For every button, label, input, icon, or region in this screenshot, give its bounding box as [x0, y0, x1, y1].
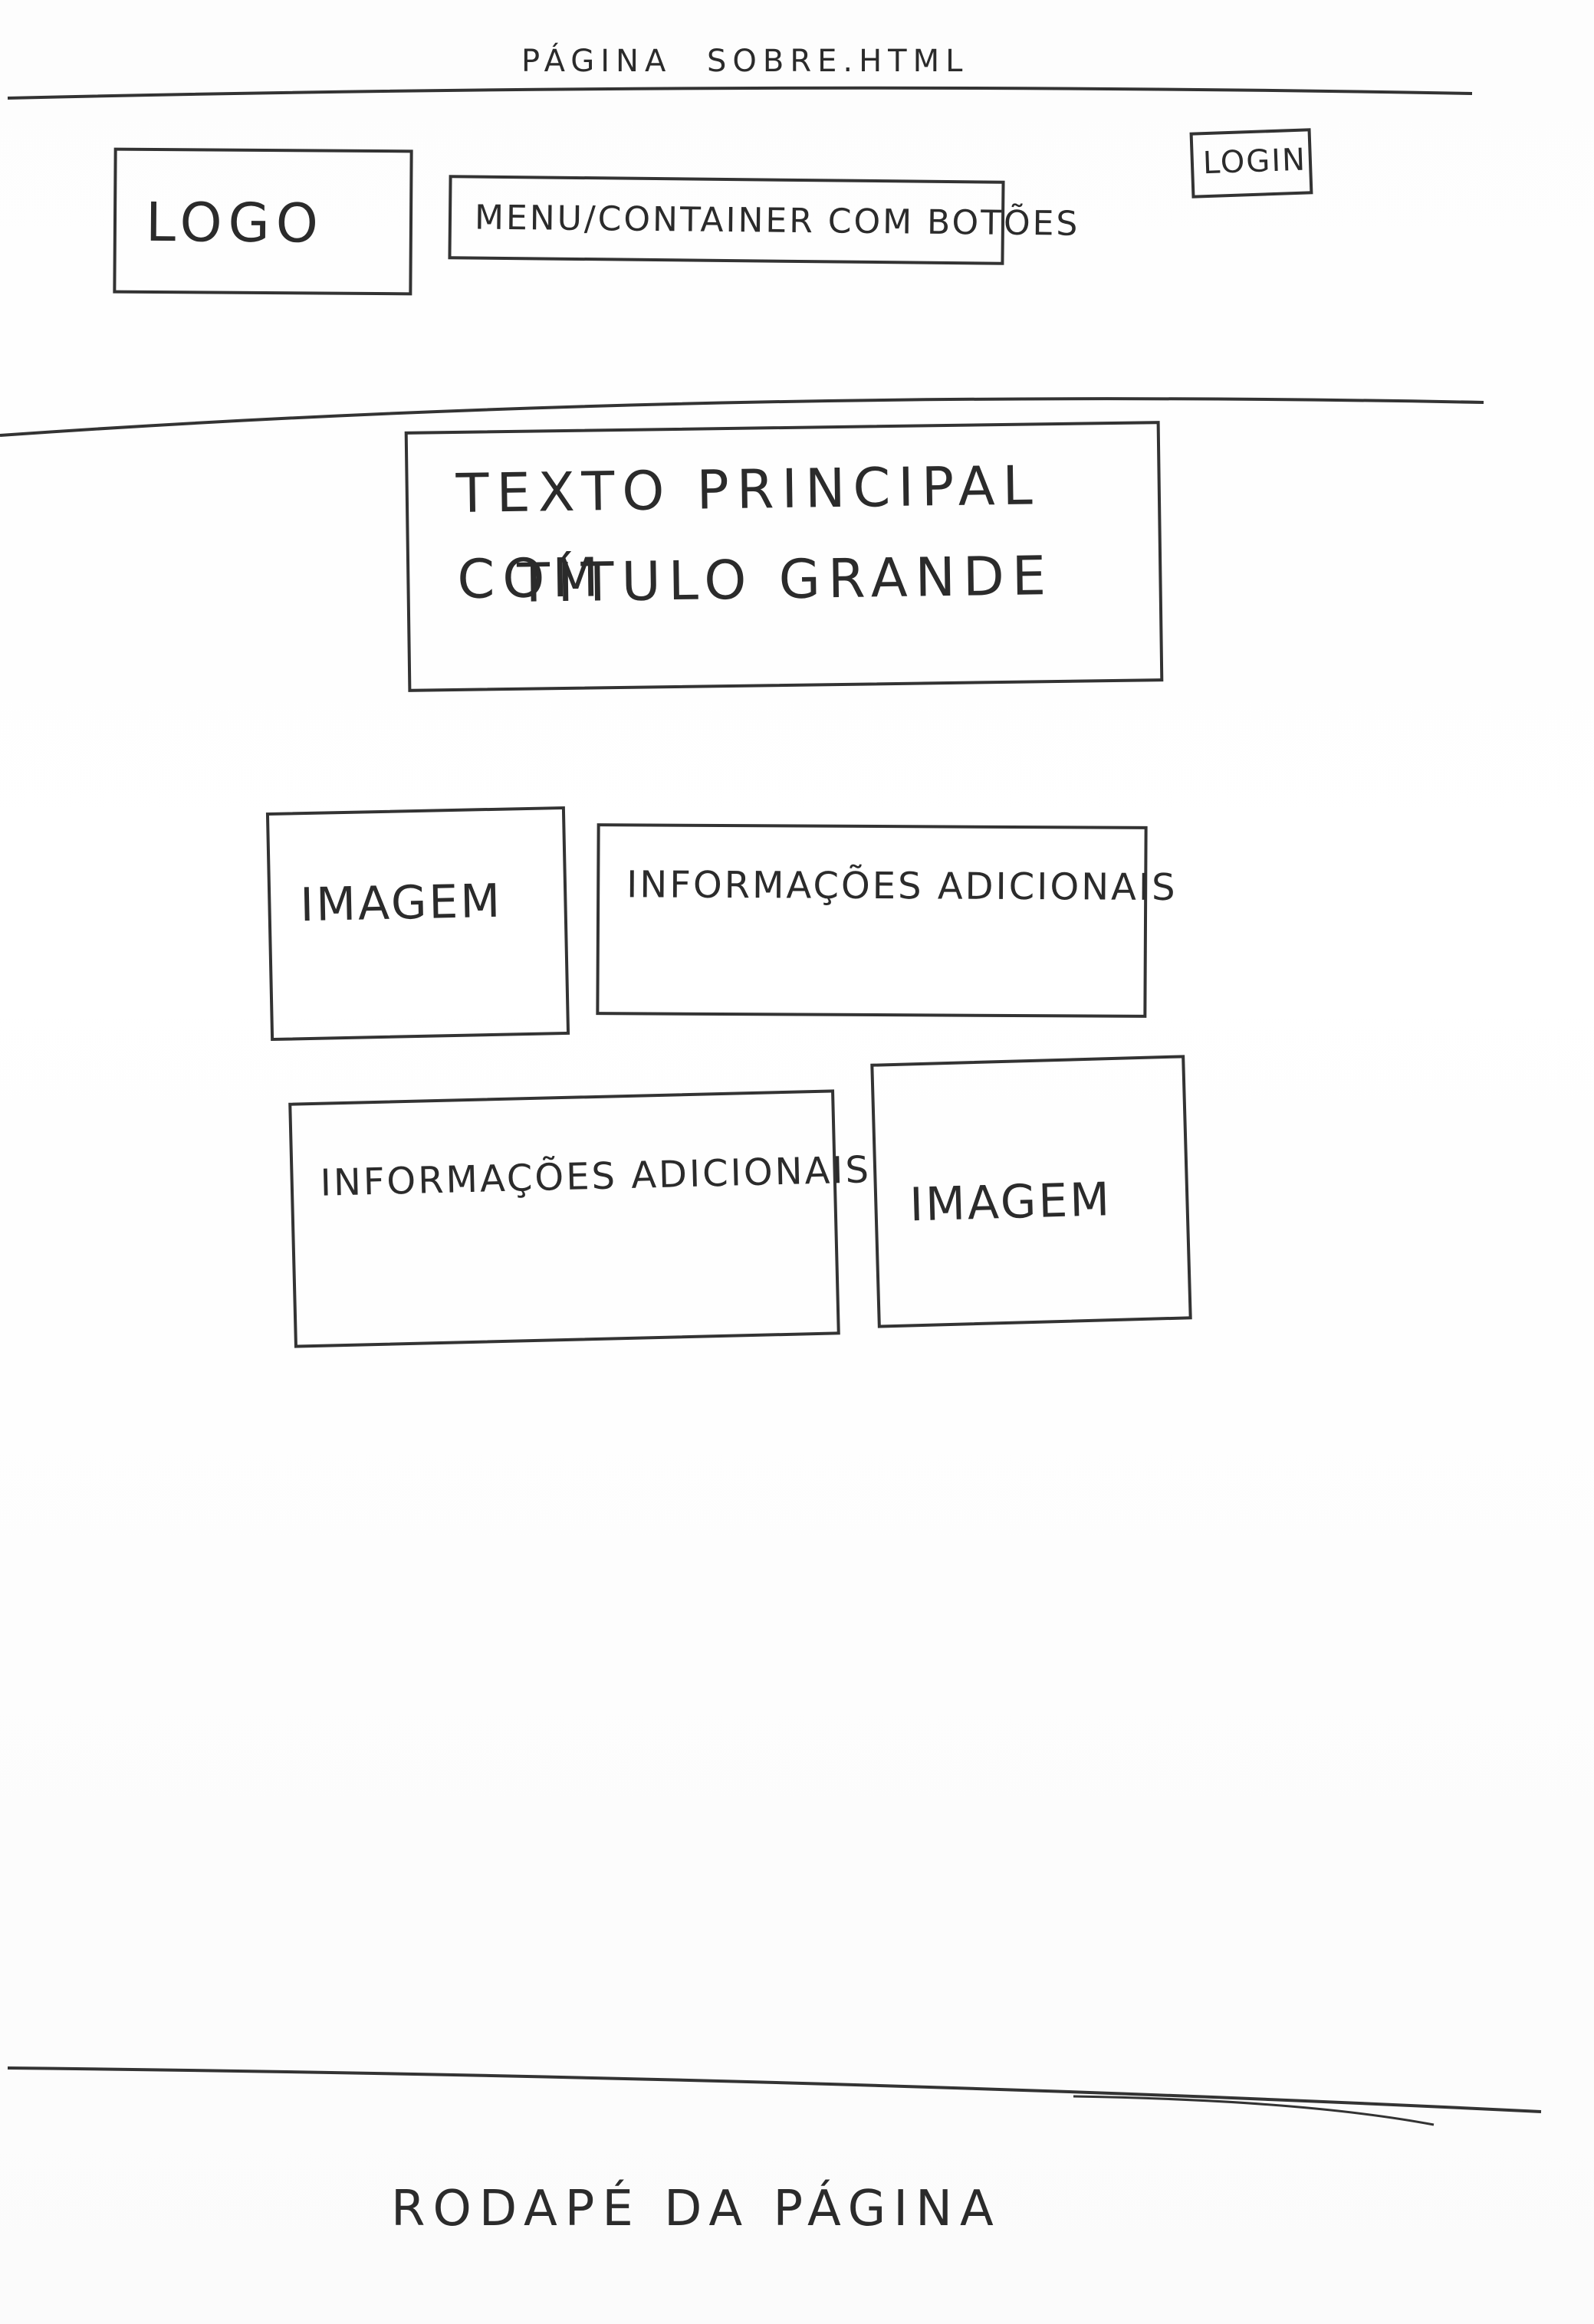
menu-label: MENU/CONTAINER COM BOTÕES [474, 198, 1080, 244]
info-label-1: INFORMAÇÕES ADICIONAIS [626, 863, 1178, 910]
image-box-2: IMAGEM [870, 1055, 1192, 1328]
login-label: LOGIN [1202, 142, 1307, 182]
page-label: PÁGINA [521, 44, 672, 79]
file-name-label: SOBRE.HTML [707, 44, 969, 79]
menu-container-box[interactable]: MENU/CONTAINER COM BOTÕES [448, 175, 1080, 265]
info-box-1: INFORMAÇÕES ADICIONAIS [596, 823, 1178, 1018]
image-box-1: IMAGEM [265, 806, 570, 1042]
image-label-2: IMAGEM [909, 1173, 1113, 1233]
logo-box[interactable]: LOGO [113, 147, 413, 296]
logo-label: LOGO [145, 190, 325, 255]
login-button[interactable]: LOGIN [1189, 128, 1313, 199]
hero-text-box: TEXTO PRINCIPAL COM TÍTULO GRANDE [404, 421, 1164, 692]
info-box-2: INFORMAÇÕES ADICIONAIS [288, 1089, 872, 1348]
info-label-2: INFORMAÇÕES ADICIONAIS [320, 1148, 872, 1205]
image-label-1: IMAGEM [299, 874, 503, 933]
hero-title-line2: TÍTULO GRANDE [516, 544, 1054, 615]
footer-label: RODAPÉ DA PÁGINA [391, 2181, 1001, 2237]
